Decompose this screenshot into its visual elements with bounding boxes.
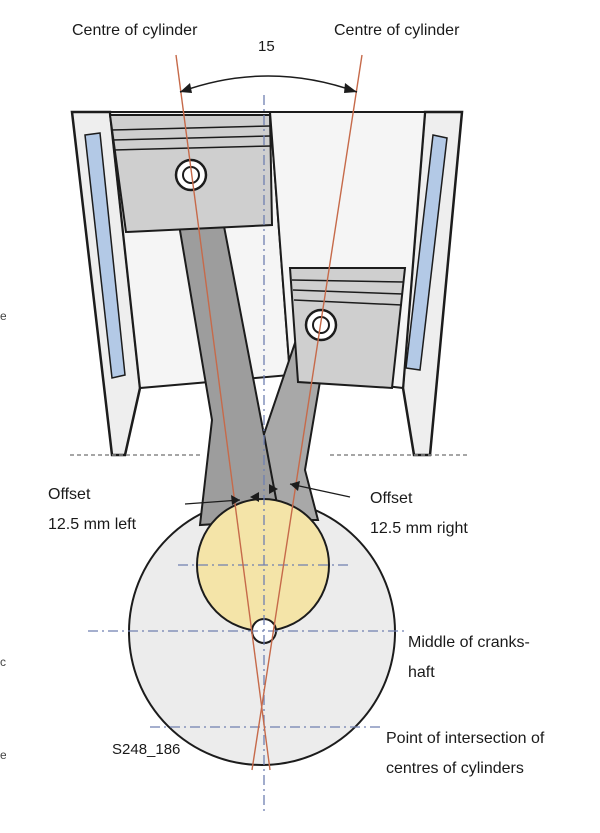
coolant-right xyxy=(405,134,448,371)
figure-code: S248_186 xyxy=(112,741,181,758)
offset-left-value: 12.5 mm left xyxy=(48,516,137,533)
edge-fragment-3: e xyxy=(0,748,6,762)
offset-left-arrow-inner xyxy=(250,492,259,502)
piston-left-ring-1 xyxy=(110,125,271,131)
middle-of-crankshaft-line1: Middle of cranks- xyxy=(408,634,530,651)
piston-right-ring-1 xyxy=(291,279,405,283)
middle-of-crankshaft-line2: haft xyxy=(408,664,435,681)
piston-right-ring-2 xyxy=(292,289,404,295)
cylinder-centre-line-left xyxy=(175,54,271,771)
piston-left-ring-2 xyxy=(111,135,271,141)
offset-right-arrow xyxy=(290,481,300,491)
offset-right-leader xyxy=(289,483,351,498)
offset-right-title: Offset xyxy=(370,490,413,507)
offset-left-leader xyxy=(184,499,241,505)
piston-right xyxy=(288,267,407,390)
piston-left-ring-3 xyxy=(112,145,272,151)
angle-arrow-right xyxy=(344,83,357,93)
offset-left-title: Offset xyxy=(48,486,91,503)
cylinder-centre-label-right: Centre of cylinder xyxy=(334,22,460,39)
edge-fragment-2: c xyxy=(0,655,6,669)
piston-right-ring-3 xyxy=(293,299,403,306)
offset-right-value: 12.5 mm right xyxy=(370,520,468,537)
intersection-label-line1: Point of intersection of xyxy=(386,730,545,747)
intersection-label-line2: centres of cylinders xyxy=(386,760,524,777)
angle-arc xyxy=(179,75,358,93)
offset-left-arrow xyxy=(231,495,240,505)
offset-right-arrow-inner xyxy=(269,484,278,494)
cylinder-centre-line-right xyxy=(251,54,363,771)
angle-arrow-left xyxy=(180,83,192,93)
edge-fragment-1: e xyxy=(0,309,6,323)
cylinder-centre-label-left: Centre of cylinder xyxy=(72,22,198,39)
angle-label: 15 xyxy=(258,38,275,55)
coolant-left xyxy=(84,132,126,379)
